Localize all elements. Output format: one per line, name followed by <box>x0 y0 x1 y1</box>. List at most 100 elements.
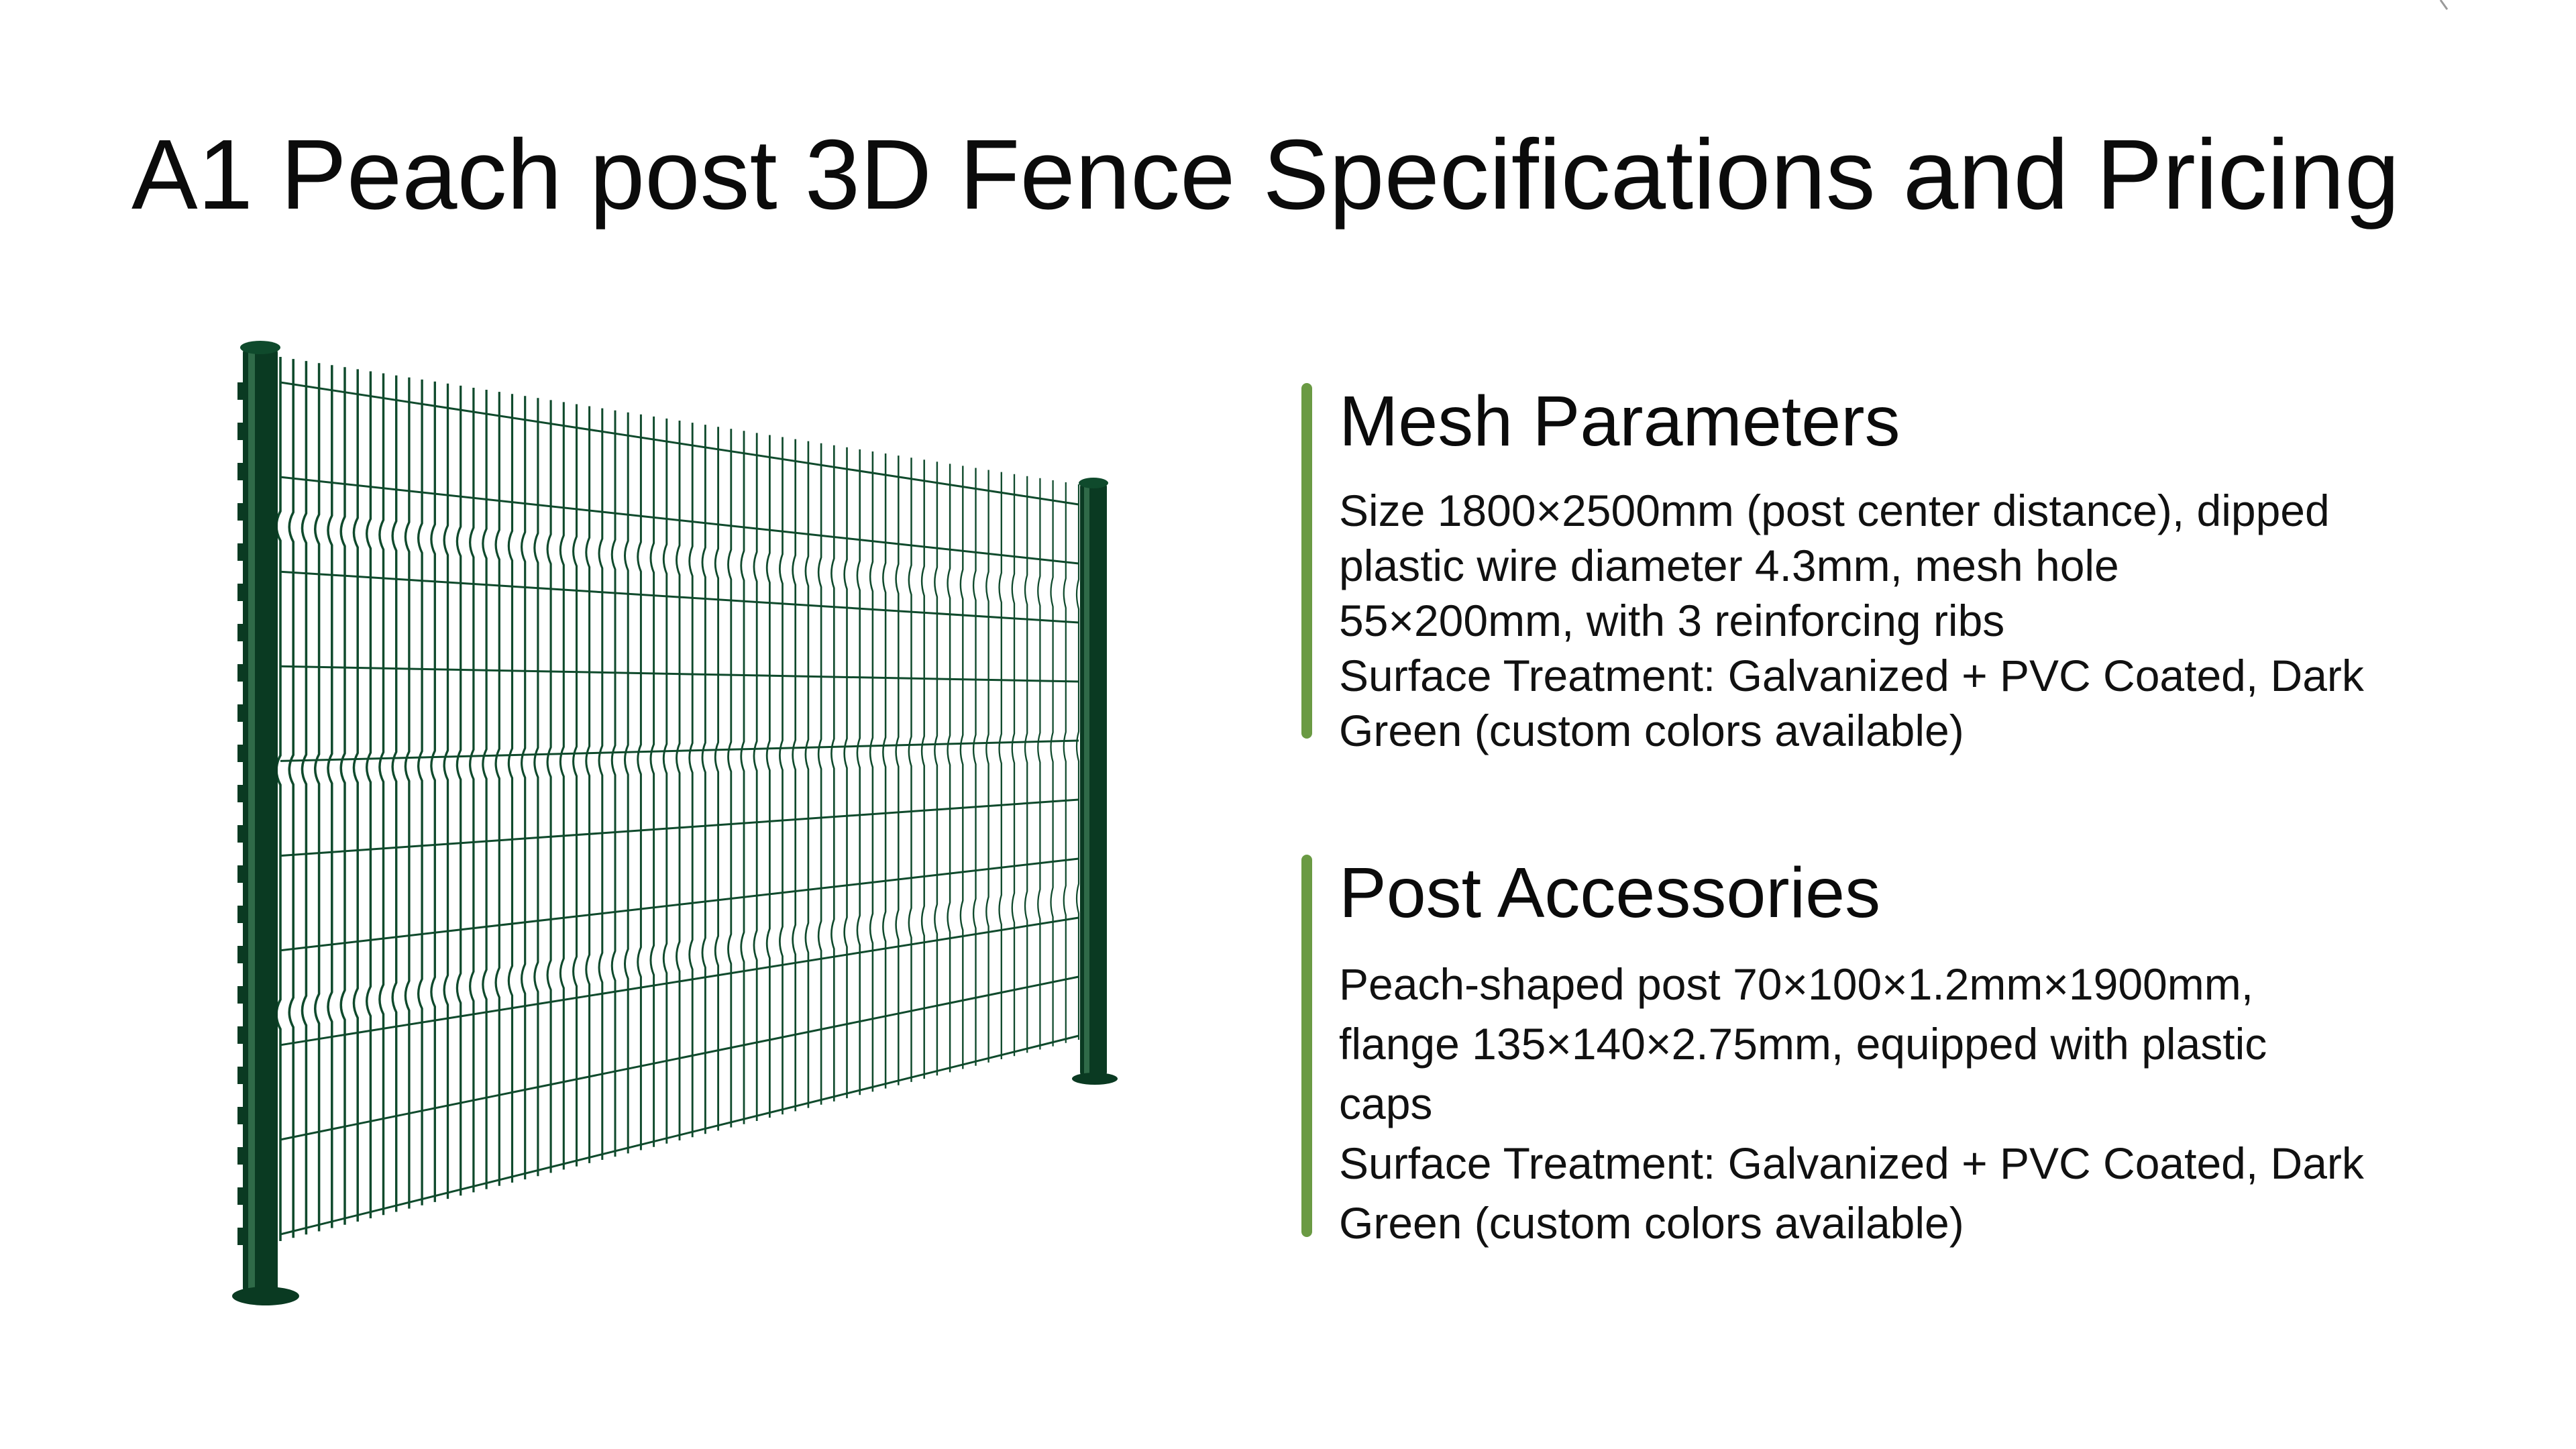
right-post-highlight <box>1084 484 1089 1075</box>
vertical-wire <box>843 447 848 1099</box>
post-clip <box>237 704 246 722</box>
vertical-wire <box>740 431 745 1124</box>
post-clip <box>237 584 246 601</box>
vertical-wire <box>688 423 694 1138</box>
mesh-parameters-line: 55×200mm, with 3 reinforcing ribs <box>1339 596 2005 646</box>
mesh-parameters-line: Green (custom colors available) <box>1339 706 1964 756</box>
vertical-wire <box>972 468 977 1066</box>
post-clip <box>237 946 246 963</box>
post-accessories-line: caps <box>1339 1079 1433 1129</box>
mesh-parameters-section: Mesh Parameters Size 1800×2500mm (post c… <box>1301 379 2442 758</box>
mesh-parameters-line: Size 1800×2500mm (post center distance),… <box>1339 486 2330 536</box>
vertical-wire <box>895 455 900 1085</box>
vertical-wire <box>1037 478 1041 1050</box>
horizontal-wire <box>280 381 1079 506</box>
right-post-flange <box>1072 1073 1118 1085</box>
horizontal-wire <box>280 739 1079 762</box>
vertical-wire <box>649 416 655 1147</box>
vertical-wire <box>378 373 385 1216</box>
post-clip <box>237 463 246 480</box>
left-post-cap <box>240 341 280 354</box>
mesh-parameters-line: plastic wire diameter 4.3mm, mesh hole <box>1339 541 2119 591</box>
post-clip <box>237 1147 246 1165</box>
vertical-wire <box>585 406 591 1163</box>
vertical-wire <box>469 388 475 1193</box>
post-accessories-content: Post Accessories Peach-shaped post 70×10… <box>1339 851 2442 1253</box>
vertical-wire <box>313 363 321 1232</box>
vertical-wire <box>817 443 822 1105</box>
vertical-wire <box>507 394 514 1183</box>
vertical-wire <box>637 414 642 1150</box>
post-clip <box>237 624 246 641</box>
horizontal-wire <box>280 665 1079 683</box>
horizontal-wire <box>280 857 1079 952</box>
vertical-wire <box>1050 480 1054 1046</box>
vertical-wire <box>1063 482 1067 1043</box>
post-clip <box>237 1187 246 1205</box>
vertical-wire <box>494 392 500 1186</box>
right-post-cap <box>1079 478 1108 488</box>
vertical-wire <box>714 427 720 1131</box>
mesh-parameters-heading: Mesh Parameters <box>1339 382 1900 461</box>
post-accessories-section: Post Accessories Peach-shaped post 70×10… <box>1301 851 2442 1253</box>
post-clip <box>237 503 246 521</box>
post-clip <box>237 1107 246 1124</box>
vertical-wire <box>662 418 668 1144</box>
post-clip <box>237 785 246 802</box>
vertical-wire <box>521 396 527 1180</box>
vertical-wire <box>559 402 565 1170</box>
vertical-wire <box>856 449 861 1095</box>
vertical-wire <box>779 437 784 1115</box>
vertical-wire <box>482 390 488 1189</box>
fence-posts <box>232 341 1118 1305</box>
vertical-wire <box>882 453 887 1089</box>
post-clip <box>237 423 246 440</box>
post-clip <box>237 745 246 762</box>
horizontal-wire <box>280 916 1079 1046</box>
vertical-wire <box>352 369 359 1222</box>
horizontal-wire <box>280 570 1079 624</box>
vertical-wire <box>391 375 398 1212</box>
post-accessories-line: Surface Treatment: Galvanized + PVC Coat… <box>1339 1138 2364 1189</box>
vertical-wire <box>533 398 539 1177</box>
vertical-wire <box>985 470 989 1063</box>
vertical-wire <box>830 445 835 1102</box>
post-accessories-heading: Post Accessories <box>1339 853 1881 932</box>
corner-decoration-icon <box>2439 0 2449 10</box>
vertical-wire <box>598 408 604 1160</box>
post-accessories-line: flange 135×140×2.75mm, equipped with pla… <box>1339 1019 2267 1069</box>
post-accessories-line: Green (custom colors available) <box>1339 1198 1964 1248</box>
post-clip <box>237 825 246 843</box>
vertical-wire <box>998 472 1002 1059</box>
mesh-accent-bar <box>1301 383 1312 739</box>
post-clip <box>237 1228 246 1245</box>
left-post <box>243 346 278 1295</box>
vertical-wire <box>676 421 681 1140</box>
vertical-wire <box>701 425 706 1134</box>
vertical-wire <box>1075 484 1080 1040</box>
vertical-wire <box>920 460 925 1079</box>
vertical-wire <box>339 367 346 1225</box>
vertical-wire <box>624 412 629 1154</box>
post-accessories-line: Peach-shaped post 70×100×1.2mm×1900mm, <box>1339 959 2254 1010</box>
post-clip <box>237 382 246 400</box>
post-clip <box>237 664 246 682</box>
post-clip <box>237 986 246 1004</box>
vertical-wire <box>959 466 964 1069</box>
slide-title: A1 Peach post 3D Fence Specifications an… <box>131 119 2400 230</box>
vertical-wire <box>404 377 411 1209</box>
post-clip <box>237 906 246 923</box>
left-post-highlight <box>248 349 255 1288</box>
vertical-wire <box>753 433 758 1121</box>
fence-panel-drawing <box>232 341 1118 1305</box>
fence-panel-image <box>228 329 1167 1322</box>
vertical-wire <box>727 429 733 1128</box>
vertical-wire <box>443 383 449 1199</box>
horizontal-wire <box>280 476 1079 565</box>
left-post-flange <box>232 1287 299 1305</box>
vertical-wire <box>804 441 810 1108</box>
vertical-wire <box>365 371 372 1219</box>
vertical-wire <box>455 385 462 1196</box>
mesh-parameters-content: Mesh Parameters Size 1800×2500mm (post c… <box>1339 379 2442 758</box>
